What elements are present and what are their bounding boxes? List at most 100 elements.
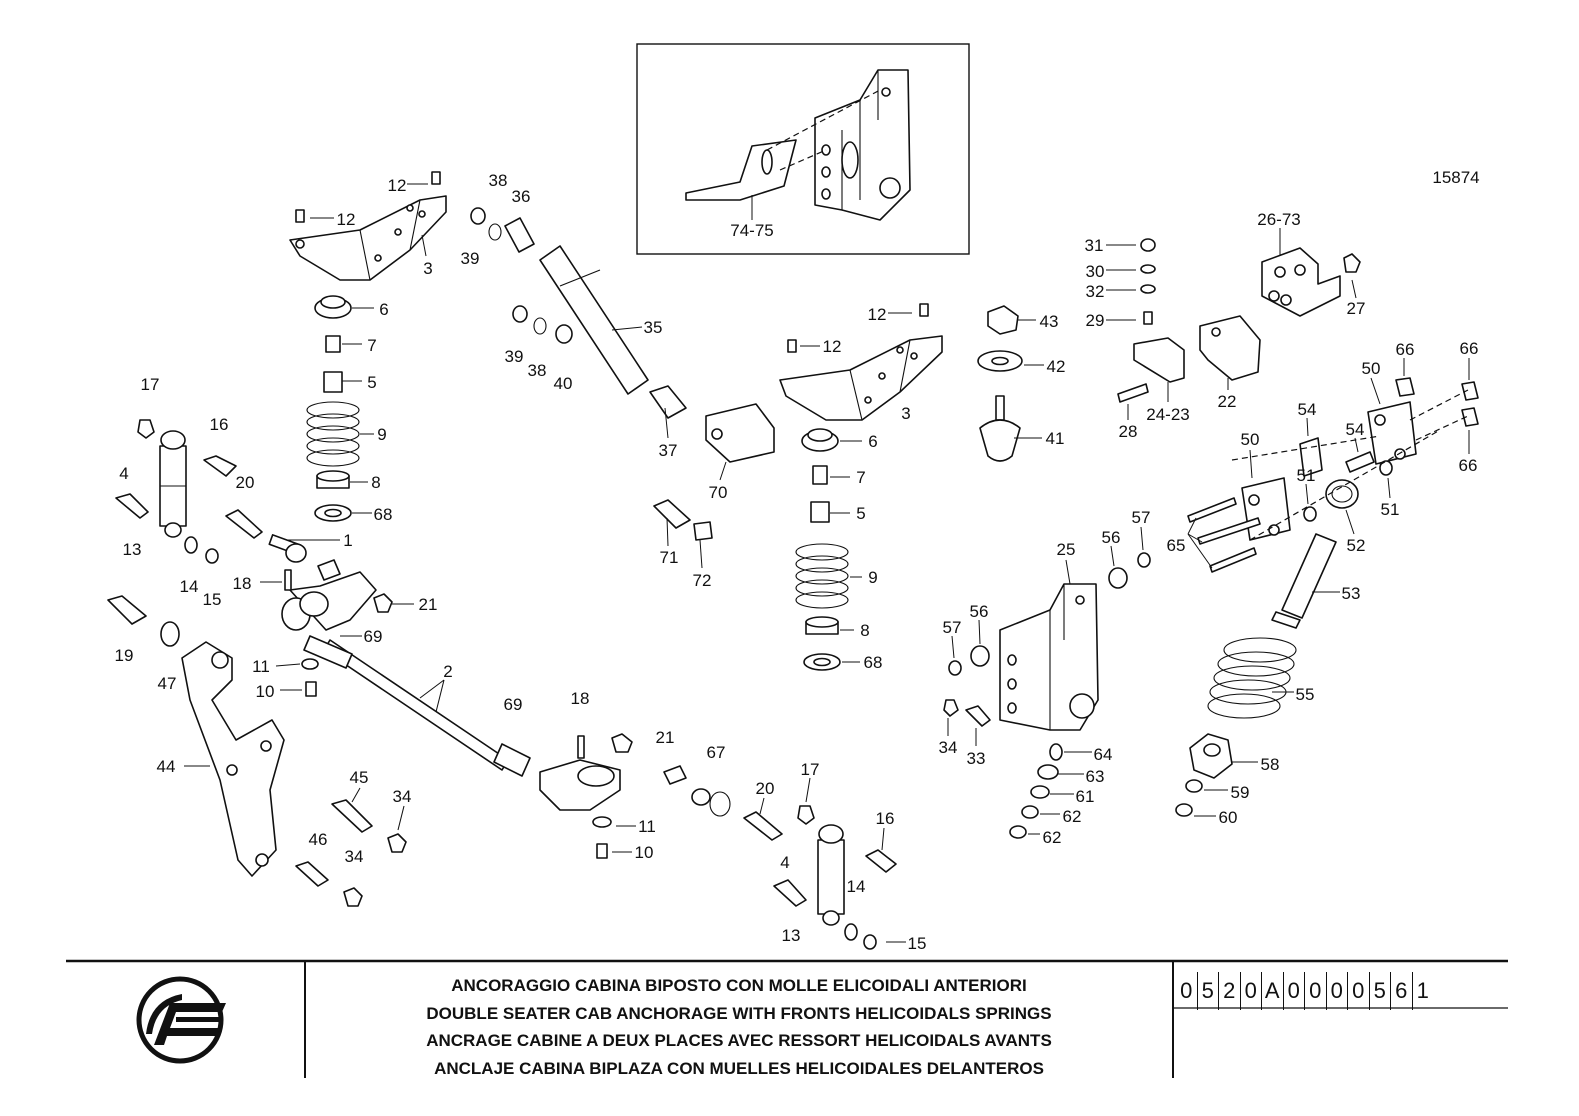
bushing-stack (1009, 743, 1063, 839)
part-code-digit: 0 (1176, 972, 1198, 1010)
part-code-digit: A (1262, 972, 1284, 1010)
part-callout: 53 (1342, 584, 1361, 603)
title-english: DOUBLE SEATER CAB ANCHORAGE WITH FRONTS … (426, 1003, 1052, 1023)
part-callout: 12 (337, 210, 356, 229)
part-callout: 65 (1167, 536, 1186, 555)
part-callout: 68 (374, 505, 393, 524)
part-callout: 18 (233, 574, 252, 593)
brand-logo (136, 976, 226, 1064)
torsion-bar-2 (268, 534, 621, 811)
part-callout: 3 (901, 404, 910, 423)
part-code-digit: 0 (1327, 972, 1348, 1010)
upper-bracket-left (289, 171, 447, 281)
part-callout: 38 (489, 171, 508, 190)
part-callout: 15 (908, 934, 927, 953)
part-code-digit: 5 (1370, 972, 1391, 1010)
part-callout: 12 (868, 305, 887, 324)
part-callout: 13 (123, 540, 142, 559)
part-callout: 4 (780, 853, 789, 872)
part-callout: 69 (364, 627, 383, 646)
part-callout: 6 (379, 300, 388, 319)
part-callout: 34 (939, 738, 958, 757)
spring-stack-middle (795, 428, 849, 671)
part-callout: 15874 (1432, 168, 1479, 187)
part-callout: 14 (847, 877, 866, 896)
shock-absorber-left (115, 419, 263, 564)
upper-bracket-middle (779, 303, 943, 421)
part-callout: 25 (1057, 540, 1076, 559)
part-callout: 20 (756, 779, 775, 798)
inset-callout: 74-75 (730, 221, 773, 240)
part-callout: 34 (345, 847, 364, 866)
part-callout: 64 (1094, 745, 1113, 764)
part-callout: 46 (309, 830, 328, 849)
part-callout: 66 (1460, 339, 1479, 358)
part-callout: 68 (864, 653, 883, 672)
part-callout: 30 (1086, 262, 1105, 281)
part-callout: 28 (1119, 422, 1138, 441)
part-callout: 16 (210, 415, 229, 434)
bar-fasteners (295, 658, 731, 907)
part-callout: 21 (419, 595, 438, 614)
part-callout: 62 (1063, 807, 1082, 826)
part-callout: 52 (1347, 536, 1366, 555)
part-callout: 44 (157, 757, 176, 776)
part-callout: 2 (443, 662, 452, 681)
leader-lines (184, 183, 1470, 943)
part-callout: 58 (1261, 755, 1280, 774)
part-callout: 50 (1362, 359, 1381, 378)
part-callout: 33 (967, 749, 986, 768)
part-callout: 56 (1102, 528, 1121, 547)
part-code-digit: 0 (1305, 972, 1327, 1010)
part-callout: 35 (644, 318, 663, 337)
part-callout: 32 (1086, 282, 1105, 301)
part-callout: 54 (1346, 420, 1365, 439)
title-block (66, 959, 1508, 1078)
part-callout: 62 (1043, 828, 1062, 847)
part-callout: 50 (1241, 430, 1260, 449)
title-french: ANCRAGE CABINE A DEUX PLACES AVEC RESSOR… (426, 1031, 1052, 1050)
part-callout: 41 (1046, 429, 1065, 448)
shock-absorber-35 (470, 207, 687, 419)
title-text-block: ANCORAGGIO CABINA BIPOSTO CON MOLLE ELIC… (308, 972, 1170, 1082)
part-callout: 57 (943, 618, 962, 637)
part-callout: 70 (709, 483, 728, 502)
part-callout: 34 (393, 787, 412, 806)
part-callout: 13 (782, 926, 801, 945)
part-callout: 16 (876, 809, 895, 828)
part-callout: 66 (1459, 456, 1478, 475)
rear-spring-assembly (1175, 377, 1479, 817)
part-callout: 29 (1086, 311, 1105, 330)
part-callout: 54 (1298, 400, 1317, 419)
part-callout: 17 (801, 760, 820, 779)
part-callout: 9 (377, 425, 386, 444)
title-italian: ANCORAGGIO CABINA BIPOSTO CON MOLLE ELIC… (451, 976, 1027, 995)
part-callout: 56 (970, 602, 989, 621)
part-callout: 69 (504, 695, 523, 714)
part-callout: 12 (388, 176, 407, 195)
part-callout: 21 (656, 728, 675, 747)
part-code-digit: 6 (1391, 972, 1413, 1010)
lower-bracket-44 (107, 595, 285, 877)
part-callout: 24-23 (1146, 405, 1189, 424)
right-upper-brackets (1117, 238, 1361, 403)
part-callout: 5 (367, 373, 376, 392)
rubber-buffer (977, 305, 1023, 462)
part-callout: 3 (423, 259, 432, 278)
part-callout: 51 (1381, 500, 1400, 519)
part-callout: 67 (707, 743, 726, 762)
part-callout: 19 (115, 646, 134, 665)
part-callout: 71 (660, 548, 679, 567)
part-callout: 51 (1297, 466, 1316, 485)
part-callout: 22 (1218, 392, 1237, 411)
part-callout: 8 (371, 473, 380, 492)
part-callout: 8 (860, 621, 869, 640)
part-callout: 18 (571, 689, 590, 708)
part-callout: 66 (1396, 340, 1415, 359)
part-callout: 5 (856, 504, 865, 523)
shock-absorber-middle (743, 805, 897, 950)
part-callout: 27 (1347, 299, 1366, 318)
part-callout: 36 (512, 187, 531, 206)
part-callout: 57 (1132, 508, 1151, 527)
part-callout: 14 (180, 577, 199, 596)
